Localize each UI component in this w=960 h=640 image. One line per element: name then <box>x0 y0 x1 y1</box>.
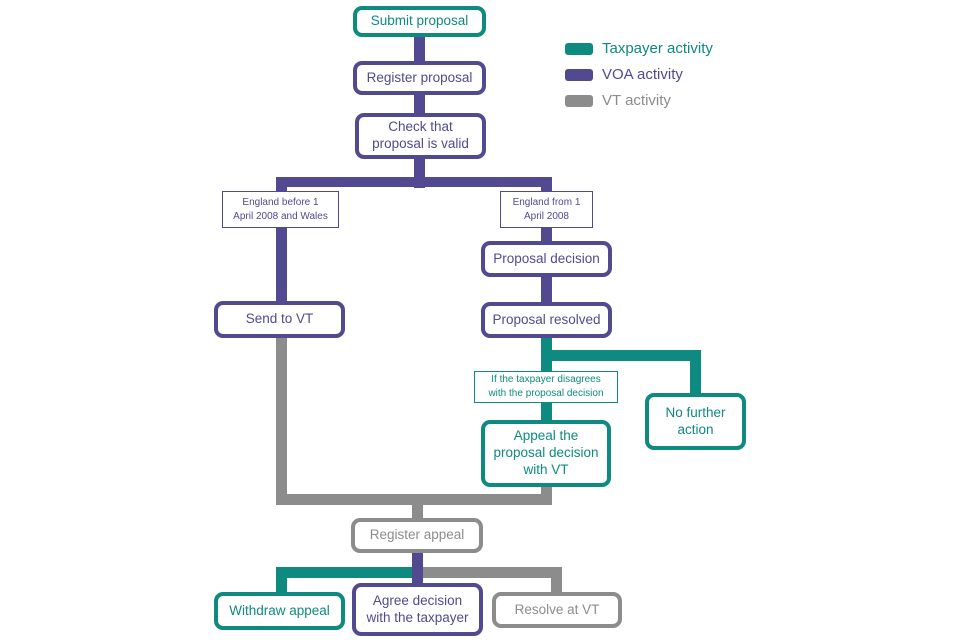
node-agree-decision: Agree decision with the taxpayer <box>352 583 483 636</box>
flow-line-appeal-branch-left <box>276 567 423 578</box>
condition-label: If the taxpayer disagrees with the propo… <box>488 374 604 399</box>
flow-line-to-register-appeal <box>412 494 423 519</box>
legend-item-taxpayer: Taxpayer activity <box>565 40 713 57</box>
flow-line-to-resolve-at-vt <box>551 567 562 593</box>
node-label: Appeal the proposal decision with VT <box>493 428 599 477</box>
node-label: Agree decision with the taxpayer <box>366 592 469 625</box>
flow-line-split-horizontal <box>276 177 552 187</box>
node-withdraw-appeal: Withdraw appeal <box>214 592 345 630</box>
flow-line-check-down <box>414 158 425 188</box>
condition-label: England before 1 April 2008 and Wales <box>233 196 328 222</box>
node-label: No further action <box>665 404 726 437</box>
flow-line-to-withdraw-appeal <box>276 567 287 593</box>
node-label: Check that proposal is valid <box>372 119 469 151</box>
legend-label-vt: VT activity <box>602 92 671 109</box>
node-proposal-decision: Proposal decision <box>481 241 612 277</box>
flow-line-send-vt-down <box>276 335 287 505</box>
legend-label-taxpayer: Taxpayer activity <box>602 40 713 57</box>
node-label: Submit proposal <box>370 13 469 29</box>
condition-england-before-april-2008: England before 1 April 2008 and Wales <box>222 191 339 228</box>
legend: Taxpayer activity VOA activity VT activi… <box>565 40 713 119</box>
node-label: Withdraw appeal <box>229 602 330 618</box>
node-no-further-action: No further action <box>645 393 746 450</box>
node-check-proposal-valid: Check that proposal is valid <box>355 113 486 159</box>
node-label: Proposal decision <box>493 250 600 266</box>
node-register-appeal: Register appeal <box>351 518 483 553</box>
node-send-to-vt: Send to VT <box>214 301 345 338</box>
node-label: Resolve at VT <box>514 601 600 617</box>
node-label: Send to VT <box>245 311 314 327</box>
legend-item-vt: VT activity <box>565 92 713 109</box>
flow-line-register-appeal-to-agree <box>412 551 423 586</box>
flow-line-register-to-check <box>414 93 425 115</box>
vt-color-swatch <box>565 94 593 107</box>
node-label: Register proposal <box>366 69 473 85</box>
flow-line-submit-to-register <box>414 35 425 63</box>
flow-line-decision-to-resolved <box>541 275 552 305</box>
flow-line-resolved-branch-right <box>541 350 701 361</box>
node-proposal-resolved: Proposal resolved <box>481 302 612 338</box>
voa-color-swatch <box>565 68 593 81</box>
flow-line-appeal-branch-right <box>412 567 562 578</box>
condition-england-from-april-2008: England from 1 April 2008 <box>500 191 593 228</box>
node-submit-proposal: Submit proposal <box>353 6 486 37</box>
node-label: Register appeal <box>369 527 465 543</box>
legend-label-voa: VOA activity <box>602 66 683 83</box>
legend-item-voa: VOA activity <box>565 66 713 83</box>
flow-line-to-send-vt <box>276 177 287 303</box>
node-label: Proposal resolved <box>492 311 601 327</box>
node-appeal-proposal-decision: Appeal the proposal decision with VT <box>481 420 611 487</box>
node-register-proposal: Register proposal <box>353 61 486 95</box>
flow-line-to-no-further-action <box>690 350 701 395</box>
condition-taxpayer-disagrees: If the taxpayer disagrees with the propo… <box>474 371 618 403</box>
taxpayer-color-swatch <box>565 42 593 55</box>
node-resolve-at-vt: Resolve at VT <box>492 592 622 628</box>
condition-label: England from 1 April 2008 <box>512 196 581 222</box>
